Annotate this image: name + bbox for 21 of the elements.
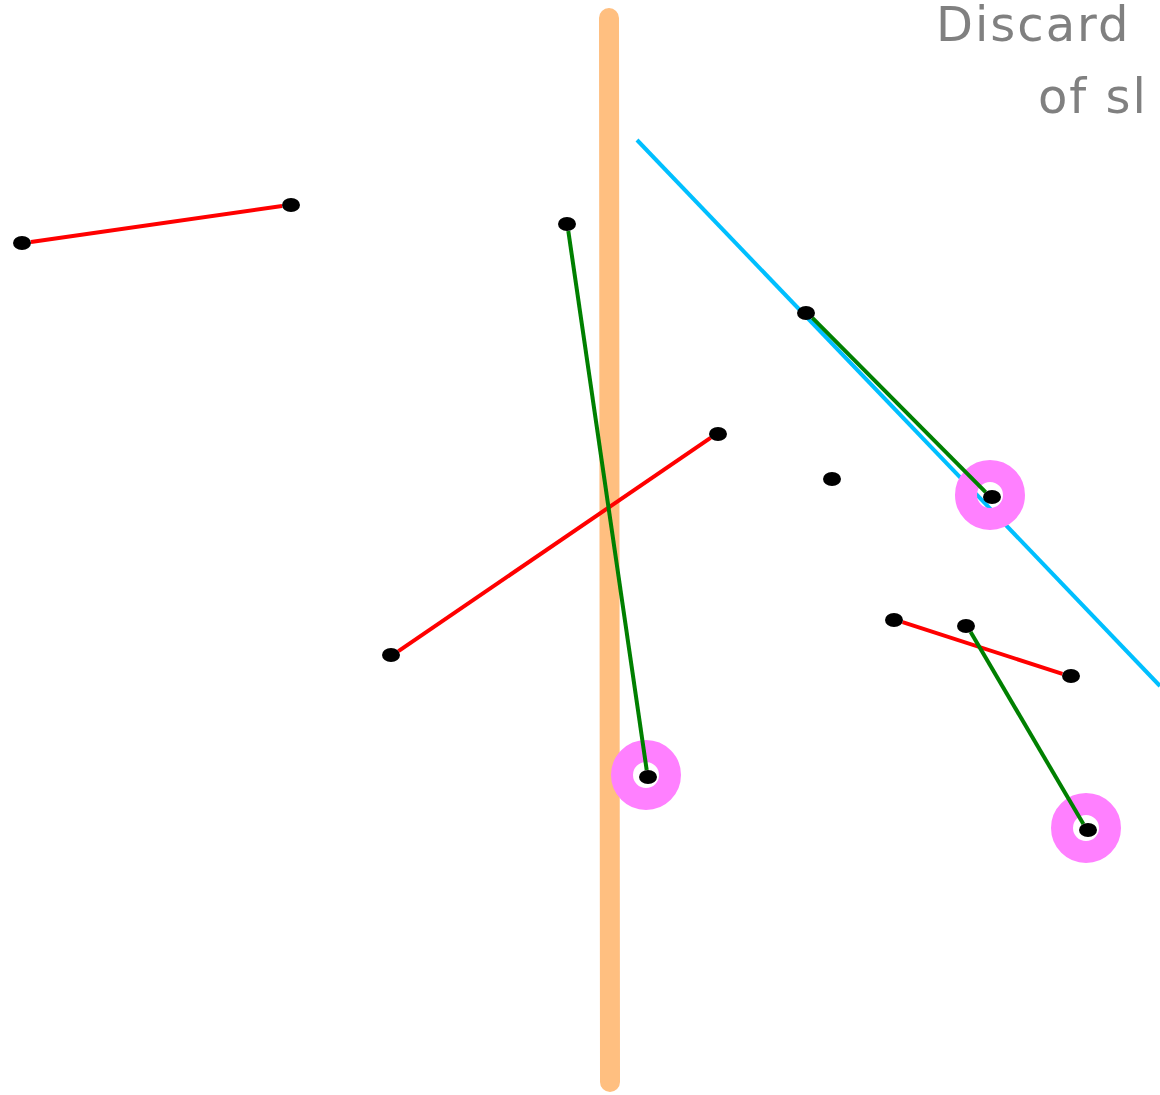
point-dot — [1062, 669, 1080, 683]
handwritten-note: of sl — [1038, 72, 1148, 120]
connector-line — [901, 620, 1064, 676]
point-dot — [382, 648, 400, 662]
point-dot — [957, 619, 975, 633]
connector-line — [30, 204, 283, 244]
point-dot — [1079, 823, 1097, 837]
connector-line — [566, 230, 649, 771]
point-dot — [13, 236, 31, 250]
point-dot — [983, 490, 1001, 504]
connector-line — [810, 316, 988, 494]
point-dot — [282, 198, 300, 212]
point-dot — [885, 613, 903, 627]
point-dot — [709, 427, 727, 441]
point-dot — [823, 472, 841, 486]
handwritten-note: Discard — [936, 0, 1131, 48]
point-dot — [797, 306, 815, 320]
point-dot — [558, 217, 576, 231]
connector-line — [968, 631, 1086, 825]
point-dot — [639, 770, 657, 784]
connector-line — [397, 436, 712, 653]
